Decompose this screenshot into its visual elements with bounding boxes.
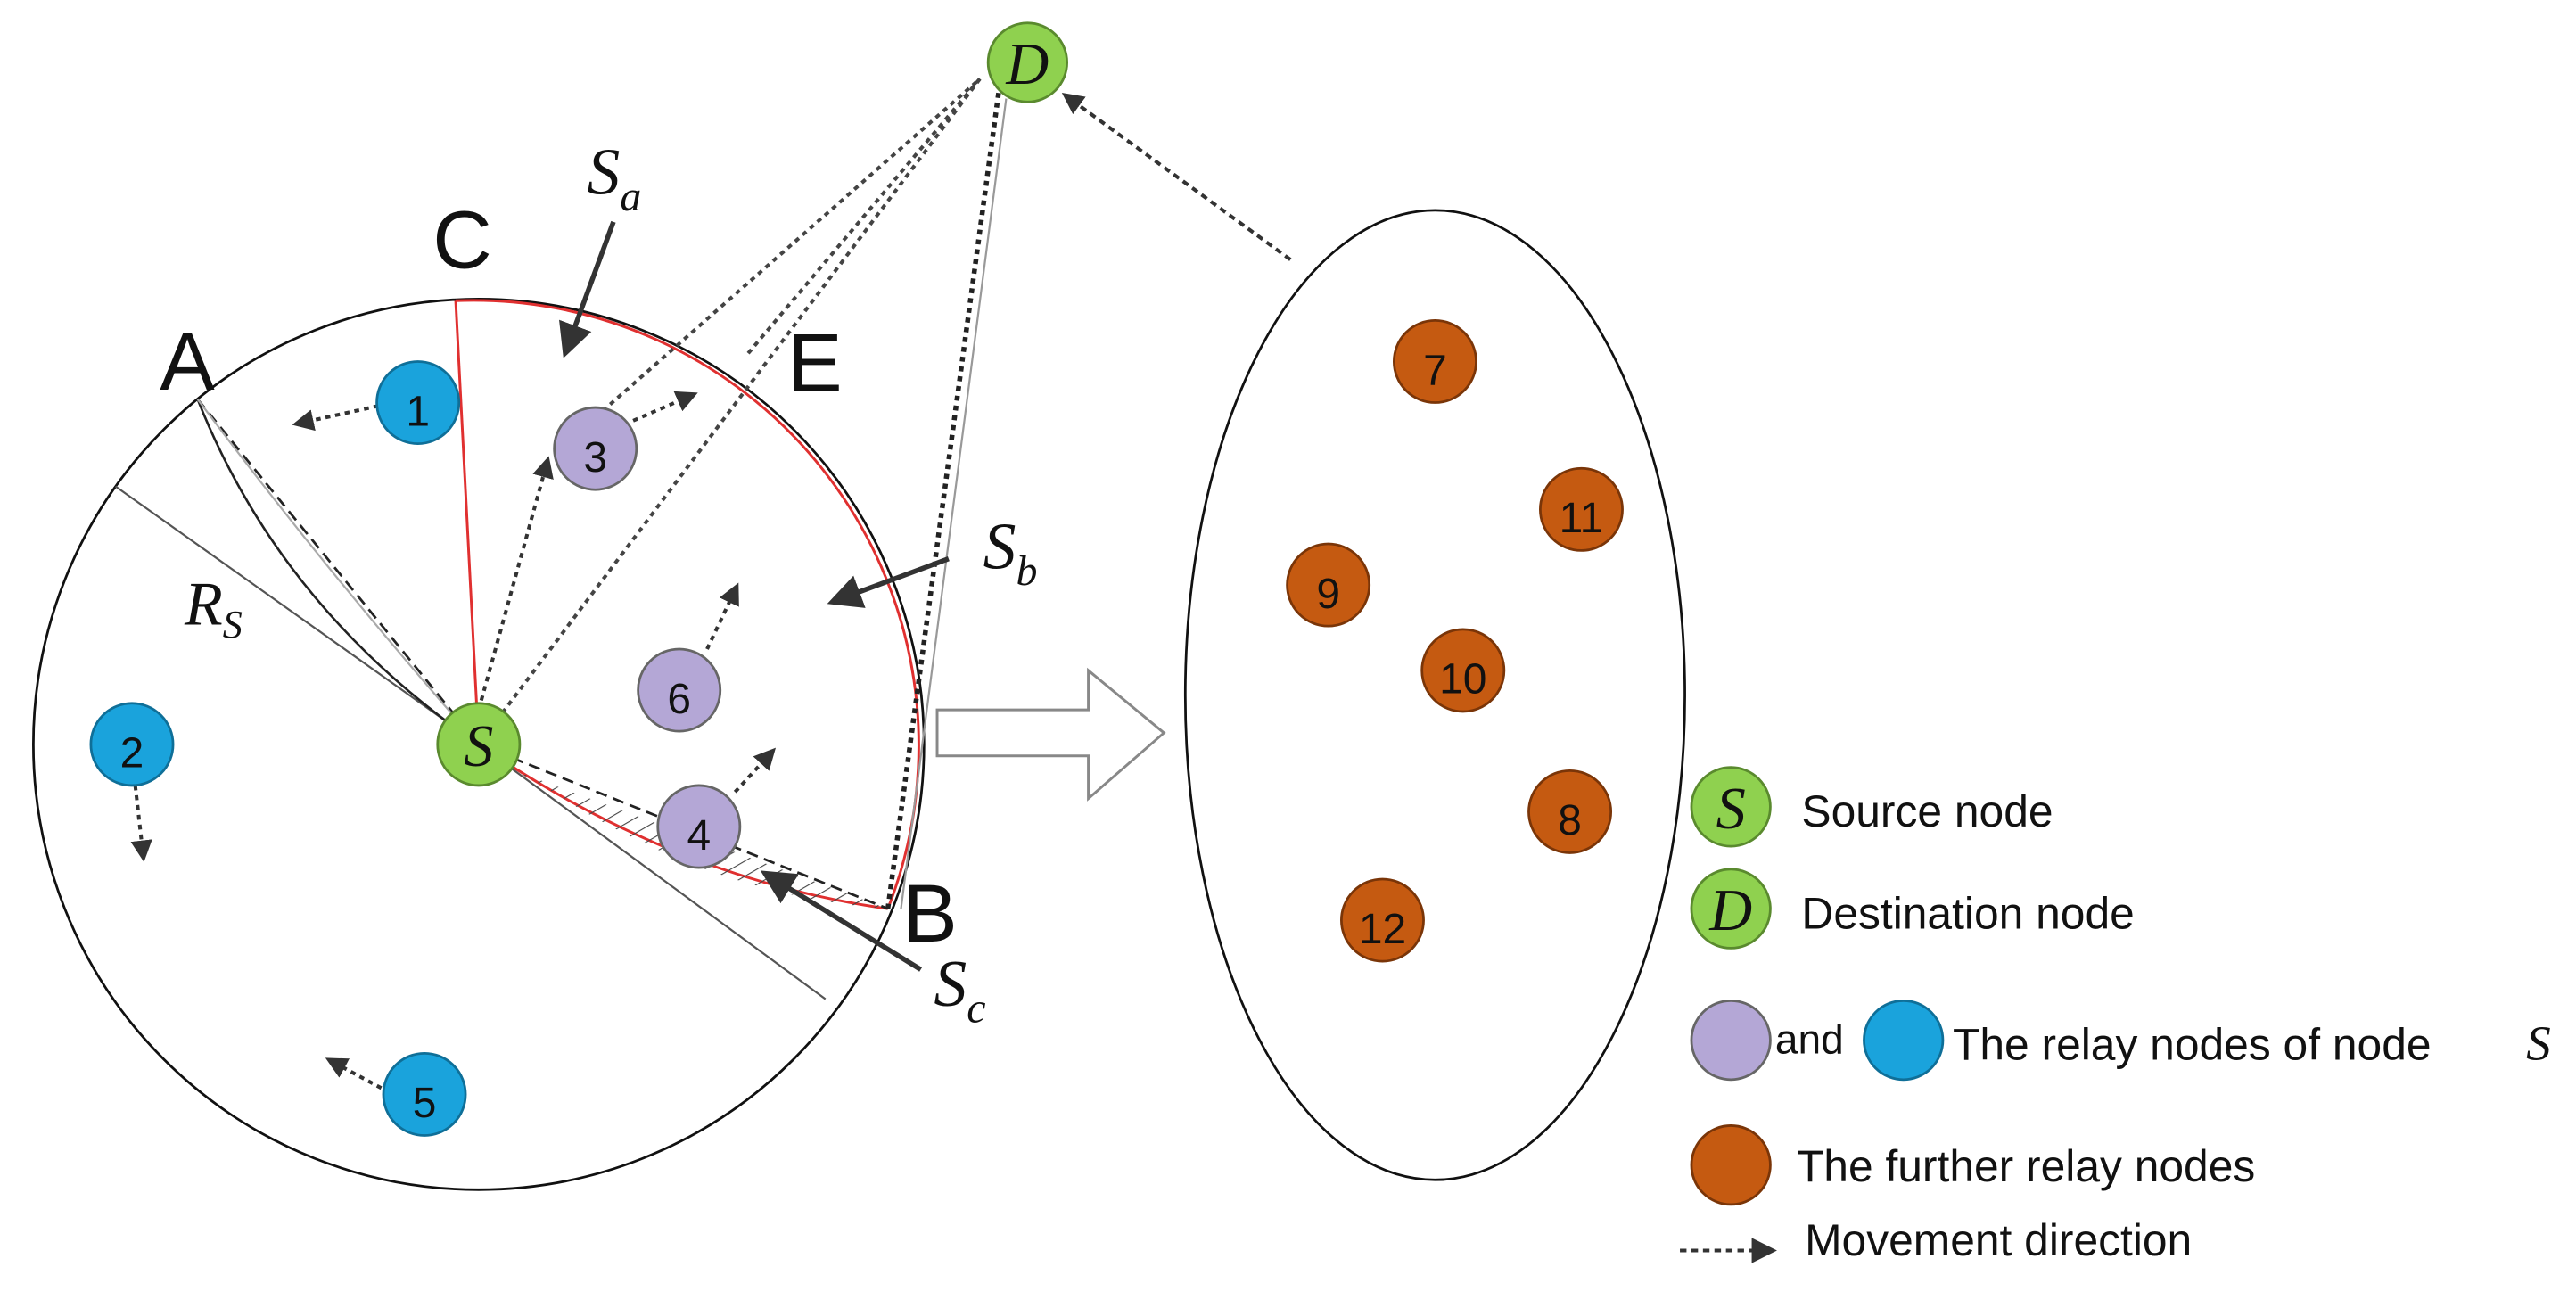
svg-text:S: S bbox=[464, 714, 493, 779]
line-s-a-curve bbox=[196, 399, 480, 745]
relay-node-4: 4 bbox=[656, 784, 742, 869]
svg-text:8: 8 bbox=[1558, 797, 1582, 844]
svg-text:12: 12 bbox=[1359, 906, 1406, 953]
legend-source-row: S Source node bbox=[1690, 766, 2053, 848]
pointer-sa bbox=[559, 220, 616, 358]
svg-text:The relay nodes of node: The relay nodes of node bbox=[1953, 1020, 2432, 1070]
svg-text:Movement direction: Movement direction bbox=[1805, 1215, 2192, 1265]
svg-text:5: 5 bbox=[413, 1080, 437, 1127]
point-label-a: A bbox=[160, 316, 215, 407]
svg-text:S: S bbox=[1716, 777, 1746, 842]
point-label-b: B bbox=[902, 868, 957, 959]
label-sc: Sc bbox=[934, 947, 985, 1032]
legend-further-row: The further relay nodes bbox=[1690, 1124, 2255, 1206]
point-label-e: E bbox=[787, 317, 842, 409]
label-sa: Sa bbox=[587, 135, 641, 219]
move-arrow-6 bbox=[705, 582, 739, 650]
svg-text:3: 3 bbox=[583, 434, 607, 481]
further-relay-12: 12 bbox=[1340, 877, 1425, 963]
relay-node-1: 1 bbox=[375, 360, 461, 445]
further-relay-7: 7 bbox=[1392, 318, 1477, 404]
relay-node-3: 3 bbox=[553, 406, 638, 491]
region-edge-sc bbox=[454, 300, 481, 744]
further-relay-11: 11 bbox=[1539, 466, 1624, 552]
move-arrow-5 bbox=[325, 1057, 391, 1095]
line-e-d bbox=[746, 78, 982, 355]
radius-line-upper bbox=[114, 485, 480, 745]
legend-relay-row: and The relay nodes of node S bbox=[1690, 999, 2551, 1082]
svg-text:9: 9 bbox=[1316, 571, 1340, 618]
svg-text:7: 7 bbox=[1423, 347, 1447, 394]
line-s-d bbox=[477, 78, 982, 746]
radius-line-lower bbox=[478, 743, 827, 1000]
svg-text:Destination node: Destination node bbox=[1801, 888, 2134, 938]
legend-movement-row: Movement direction bbox=[1680, 1215, 2192, 1265]
svg-text:and: and bbox=[1775, 1016, 1844, 1062]
move-arrow-s bbox=[476, 456, 554, 711]
svg-text:10: 10 bbox=[1439, 656, 1486, 703]
move-arrow-1 bbox=[292, 404, 379, 432]
destination-node: D bbox=[986, 21, 1069, 103]
line-3-d bbox=[594, 77, 982, 419]
source-node: S bbox=[436, 702, 522, 787]
move-arrow-3 bbox=[632, 391, 698, 423]
label-rs: RS bbox=[184, 570, 243, 646]
further-relay-10: 10 bbox=[1420, 628, 1506, 713]
svg-text:S: S bbox=[2526, 1016, 2551, 1071]
relay-node-5: 5 bbox=[382, 1051, 467, 1137]
svg-text:6: 6 bbox=[667, 676, 691, 723]
further-relay-8: 8 bbox=[1527, 769, 1613, 854]
svg-text:Source node: Source node bbox=[1801, 786, 2053, 836]
line-s-a-dashed bbox=[196, 398, 480, 745]
line-s-a-curve-gray bbox=[196, 399, 480, 745]
move-arrow-4 bbox=[733, 747, 777, 794]
line-b-d bbox=[885, 85, 1002, 909]
svg-text:The further relay nodes: The further relay nodes bbox=[1797, 1141, 2255, 1191]
further-relay-9: 9 bbox=[1286, 542, 1371, 628]
svg-text:11: 11 bbox=[1560, 495, 1604, 542]
line-b-d-light bbox=[900, 98, 1008, 909]
relay-node-2: 2 bbox=[89, 702, 175, 787]
legend-destination-row: D Destination node bbox=[1690, 868, 2135, 950]
svg-text:1: 1 bbox=[406, 388, 430, 435]
pointer-sc bbox=[760, 870, 923, 972]
move-arrow-2 bbox=[130, 785, 152, 862]
hollow-block-arrow bbox=[935, 667, 1166, 802]
pointer-sb bbox=[827, 556, 950, 608]
point-label-c: C bbox=[432, 193, 492, 285]
ellipse-to-d-arrow bbox=[1061, 93, 1292, 261]
legend: S Source node D Destination node and The… bbox=[1680, 766, 2551, 1265]
further-relay-ellipse bbox=[1183, 209, 1686, 1181]
svg-text:D: D bbox=[1005, 32, 1049, 97]
svg-text:4: 4 bbox=[687, 812, 711, 860]
label-sb: Sb bbox=[983, 510, 1038, 595]
svg-text:D: D bbox=[1708, 878, 1752, 943]
svg-text:2: 2 bbox=[120, 730, 144, 777]
relay-node-6: 6 bbox=[637, 647, 722, 733]
